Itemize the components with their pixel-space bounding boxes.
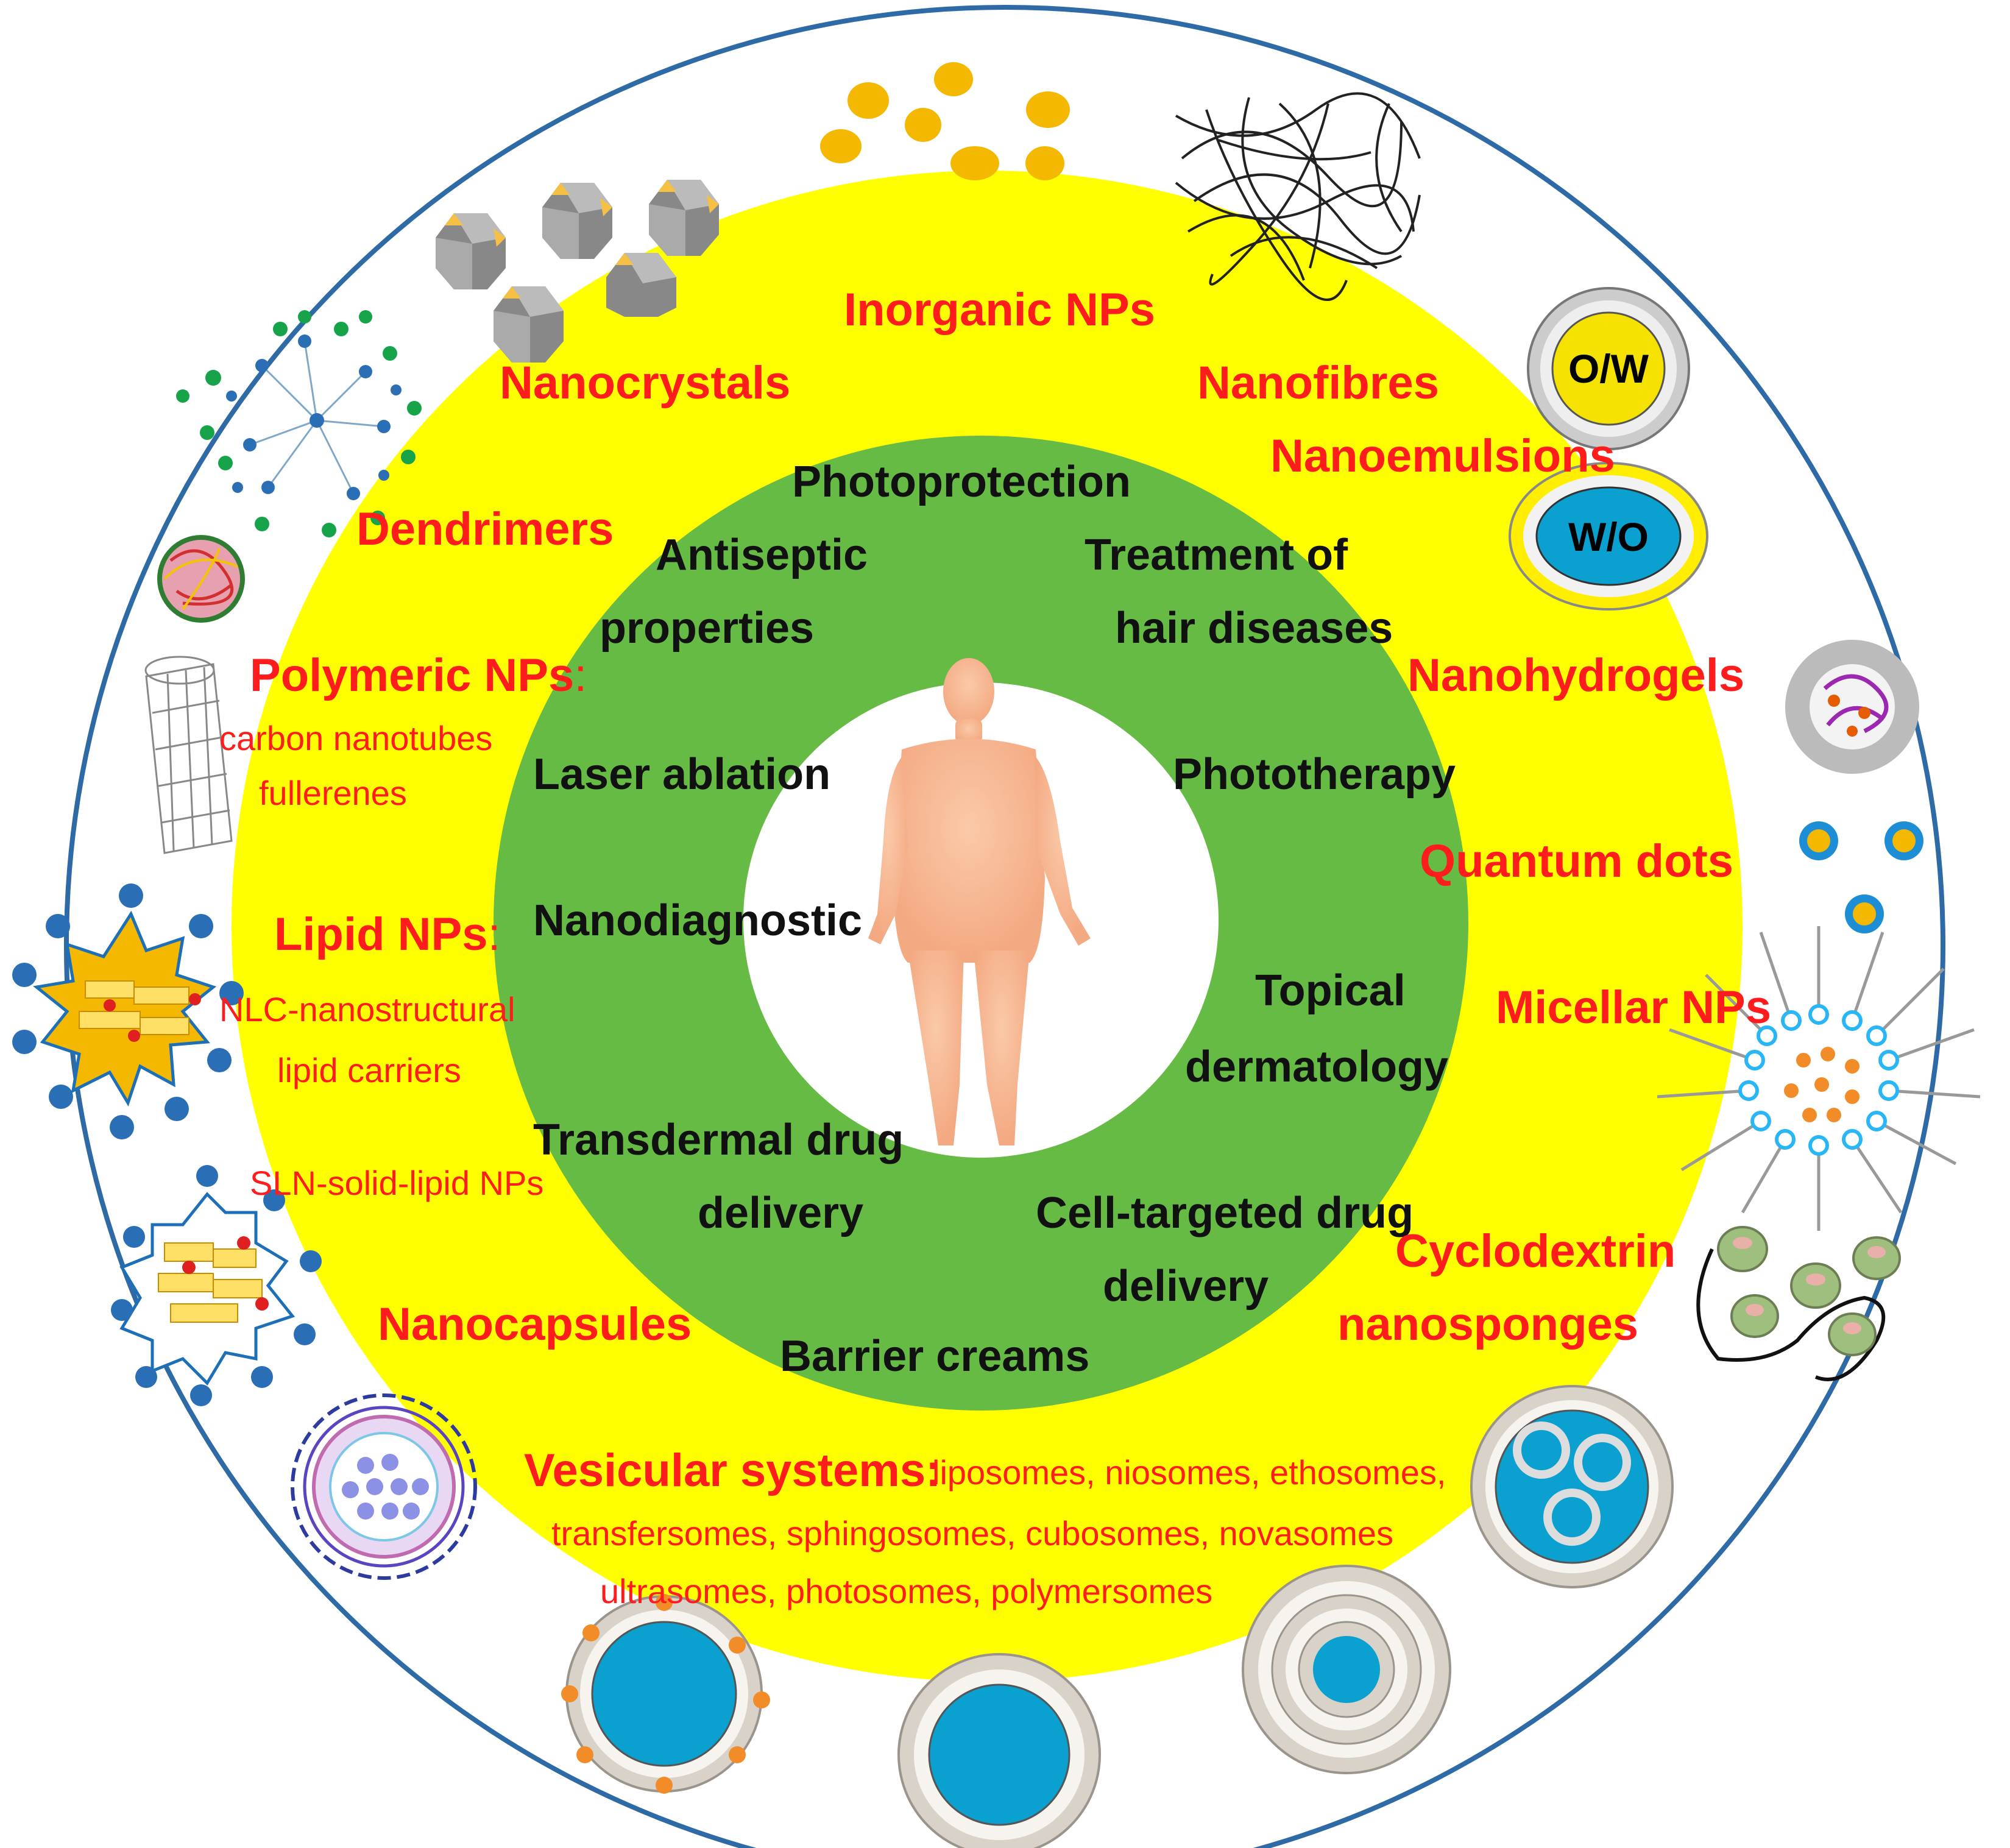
quantum-dot-icon (1799, 821, 1923, 933)
label-nanoemulsions: Nanoemulsions (1270, 430, 1615, 482)
label-hair-line2: hair diseases (1115, 604, 1393, 653)
label-cell-targeted-line1: Cell-targeted drug (1036, 1189, 1414, 1237)
label-topical-line1: Topical (1255, 966, 1406, 1015)
micelle-icon (1657, 926, 1981, 1231)
nanocapsule-icon (291, 1393, 477, 1580)
label-antiseptic-line2: properties (599, 604, 815, 653)
label-transdermal-line2: delivery (698, 1189, 864, 1237)
water-in-oil-emulsion-icon: W/O (1509, 462, 1708, 611)
label-sln: SLN-solid-lipid NPs (250, 1164, 544, 1202)
label-inorganic-nps: Inorganic NPs (844, 284, 1155, 336)
liposome-icon (561, 1594, 770, 1794)
human-body-icon (868, 658, 1091, 1145)
solid-lipid-nanoparticle-icon (111, 1165, 322, 1406)
label-nanocapsules: Nanocapsules (378, 1298, 692, 1350)
label-micellar-nps: Micellar NPs (1496, 982, 1771, 1033)
label-quantum-dots: Quantum dots (1420, 835, 1734, 887)
dendrimer-icon (176, 310, 422, 537)
label-nanofibres: Nanofibres (1197, 357, 1439, 409)
multilamellar-vesicle-icon (1242, 1565, 1451, 1774)
label-phototherapy: Phototherapy (1173, 750, 1456, 799)
label-vesicular-title: Vesicular systems: (524, 1445, 941, 1496)
label-polymeric-nps: Polymeric NPs: (250, 649, 587, 702)
oil-in-water-emulsion-icon: O/W (1527, 287, 1690, 450)
multivesicular-liposome-icon (1470, 1385, 1674, 1588)
label-nlc-line2: lipid carriers (277, 1051, 461, 1089)
nanofibre-icon (1175, 92, 1421, 301)
label-topical-line2: dermatology (1185, 1043, 1449, 1091)
lipid-nps-text: Lipid NPs (274, 908, 488, 960)
polymeric-nps-colon: : (574, 650, 587, 701)
label-hair-line1: Treatment of (1085, 531, 1348, 579)
label-transdermal-line1: Transdermal drug (533, 1116, 904, 1164)
label-vesicular-line2: transfersomes, sphingosomes, cubosomes, … (551, 1514, 1393, 1552)
ow-label: O/W (1568, 346, 1649, 391)
label-antiseptic-line1: Antiseptic (655, 531, 868, 579)
label-laser-ablation: Laser ablation (533, 750, 831, 799)
label-nanocrystals: Nanocrystals (500, 357, 791, 409)
label-barrier-creams: Barrier creams (780, 1332, 1090, 1381)
label-carbon-nanotubes: carbon nanotubes (219, 719, 493, 757)
nanostructured-lipid-carrier-icon (12, 883, 244, 1139)
label-nanohydrogels: Nanohydrogels (1407, 650, 1745, 701)
polymeric-nps-text: Polymeric NPs (250, 650, 575, 701)
label-nlc-line1: NLC-nanostructural (219, 990, 515, 1028)
label-lipid-nps: Lipid NPs: (274, 908, 501, 961)
inorganic-nanoparticles-icon (820, 62, 1070, 180)
cyclodextrin-nanosponge-icon (1696, 1226, 1901, 1381)
label-nanodiagnostic: Nanodiagnostic (533, 896, 863, 945)
lipid-nps-colon: : (487, 908, 501, 960)
label-fullerenes: fullerenes (259, 774, 407, 812)
label-dendrimers: Dendrimers (356, 503, 614, 555)
label-cyclodextrin-line1: Cyclodextrin (1395, 1225, 1676, 1277)
wo-label: W/O (1568, 514, 1649, 559)
carbon-nanotube-icon (144, 656, 233, 854)
nanohydrogel-icon (1785, 640, 1919, 774)
label-vesicular-line1: liposomes, niosomes, ethosomes, (932, 1453, 1446, 1492)
label-cell-targeted-line2: delivery (1103, 1262, 1269, 1311)
liposome-icon (897, 1653, 1101, 1848)
label-photoprotection: Photoprotection (792, 458, 1131, 506)
polymeric-nanoparticle-icon (157, 535, 245, 623)
nanocrystal-icon (436, 180, 719, 363)
label-cyclodextrin-line2: nanosponges (1337, 1298, 1639, 1350)
label-vesicular-line3: ultrasomes, photosomes, polymersomes (600, 1572, 1213, 1610)
